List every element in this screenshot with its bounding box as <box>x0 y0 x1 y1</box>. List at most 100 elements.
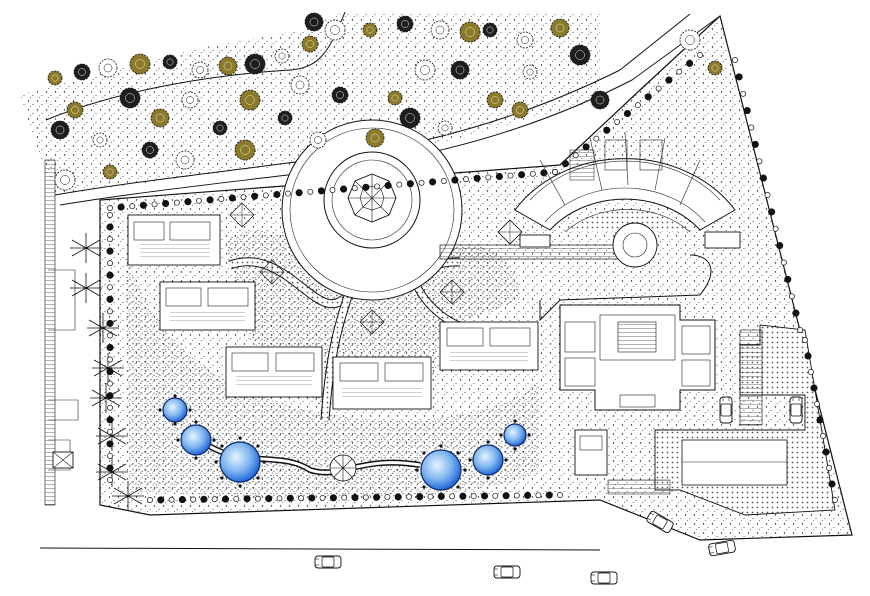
garden-walkway-2-fill <box>321 288 354 421</box>
shrub-icon <box>206 196 214 204</box>
shrub-icon <box>502 492 510 500</box>
shrub-icon <box>820 433 826 439</box>
shrub-icon <box>221 495 230 503</box>
shrub-icon <box>603 126 611 134</box>
pool-3 <box>219 441 261 483</box>
shrub-icon <box>396 181 403 188</box>
shrub-icon <box>106 440 114 448</box>
shrub-icon <box>107 205 113 211</box>
woodland-area <box>18 12 600 195</box>
tree-icon <box>191 61 209 79</box>
shrub-icon <box>254 495 261 502</box>
tree-icon <box>175 150 195 170</box>
shrub-icon <box>743 107 751 115</box>
shrub-icon <box>822 448 830 456</box>
shrub-icon <box>286 494 294 502</box>
tree-icon <box>50 120 70 140</box>
boundary-hedge-west <box>44 159 56 506</box>
shrub-icon <box>697 52 703 58</box>
shrub-icon <box>374 183 380 190</box>
tree-icon <box>181 91 199 109</box>
shrub-icon <box>797 327 803 333</box>
tree-icon <box>162 54 178 70</box>
shrub-icon <box>665 76 673 84</box>
shrub-icon <box>129 203 136 210</box>
pool-4 <box>420 449 462 491</box>
tree-icon <box>396 15 414 33</box>
pool-2 <box>180 424 212 456</box>
tree-icon <box>119 87 141 109</box>
shrub-icon <box>106 416 114 424</box>
shrub-icon <box>285 190 291 197</box>
reception-building <box>559 304 716 411</box>
amphitheatre-building <box>514 131 741 268</box>
shrub-icon <box>107 308 113 315</box>
central-rotunda-inner <box>331 159 413 241</box>
shrub-icon <box>740 90 747 97</box>
shrub-icon <box>593 135 600 142</box>
tree-icon <box>362 22 378 38</box>
shrub-icon <box>162 199 170 208</box>
tree-icon <box>387 90 403 106</box>
tree-icon <box>437 120 453 136</box>
shrub-icon <box>298 495 305 502</box>
shrub-icon <box>495 172 503 181</box>
shrub-icon <box>776 242 784 250</box>
central-plaza-ring <box>289 127 455 293</box>
shrub-icon <box>295 189 303 197</box>
tree-icon <box>522 64 538 80</box>
pool-6 <box>503 423 527 447</box>
shrub-icon <box>168 496 175 503</box>
shrub-icon <box>644 93 652 101</box>
shrub-icon <box>273 190 281 199</box>
tree-icon <box>47 70 63 86</box>
shrub-icon <box>784 275 792 283</box>
shrub-icon <box>107 332 113 339</box>
shrub-icon <box>614 118 621 125</box>
cottage-block-3 <box>225 346 323 398</box>
shrub-icon <box>655 85 662 92</box>
shrub-icon <box>810 384 818 392</box>
tree-icon <box>365 128 385 148</box>
cottage-blocks <box>127 214 539 410</box>
tree-icon <box>414 59 436 81</box>
shrub-icon <box>384 494 391 501</box>
tree-icon <box>244 53 266 75</box>
shrub-icon <box>106 223 114 231</box>
shrub-icon <box>427 493 434 500</box>
shrub-icon <box>233 495 240 502</box>
shrub-icon <box>362 183 370 191</box>
tree-icon <box>331 86 349 104</box>
tree-icon <box>141 141 159 159</box>
shrub-icon <box>406 180 414 188</box>
tree-icon <box>54 169 76 191</box>
shrub-icon <box>792 309 800 317</box>
shrub-icon <box>151 201 158 208</box>
tree-icon <box>239 89 261 111</box>
shrub-icon <box>228 194 236 202</box>
shrub-icon <box>416 493 424 501</box>
shrub-icon <box>473 174 481 182</box>
street-edge <box>39 547 601 551</box>
shrub-icon <box>276 495 283 502</box>
shrub-icon <box>211 496 218 503</box>
shrub-icon <box>751 140 759 148</box>
shrub-icon <box>351 493 359 502</box>
shrub-icon <box>513 492 520 499</box>
tree-icon <box>550 18 570 38</box>
garden-gazebo-icon <box>229 202 465 335</box>
shrub-icon <box>107 212 113 218</box>
shrub-icon <box>107 260 113 267</box>
shrub-icon <box>828 480 836 488</box>
shrub-icon <box>373 493 381 501</box>
shrub-icon <box>582 143 590 151</box>
shrub-icon <box>485 174 492 181</box>
shrub-icon <box>518 171 526 179</box>
shrub-icon <box>307 188 314 195</box>
shrub-icon <box>756 158 763 165</box>
shrub-icon <box>200 495 208 503</box>
shrub-icon <box>437 492 445 500</box>
shrub-icon <box>440 178 447 184</box>
shrub-icon <box>561 160 569 168</box>
